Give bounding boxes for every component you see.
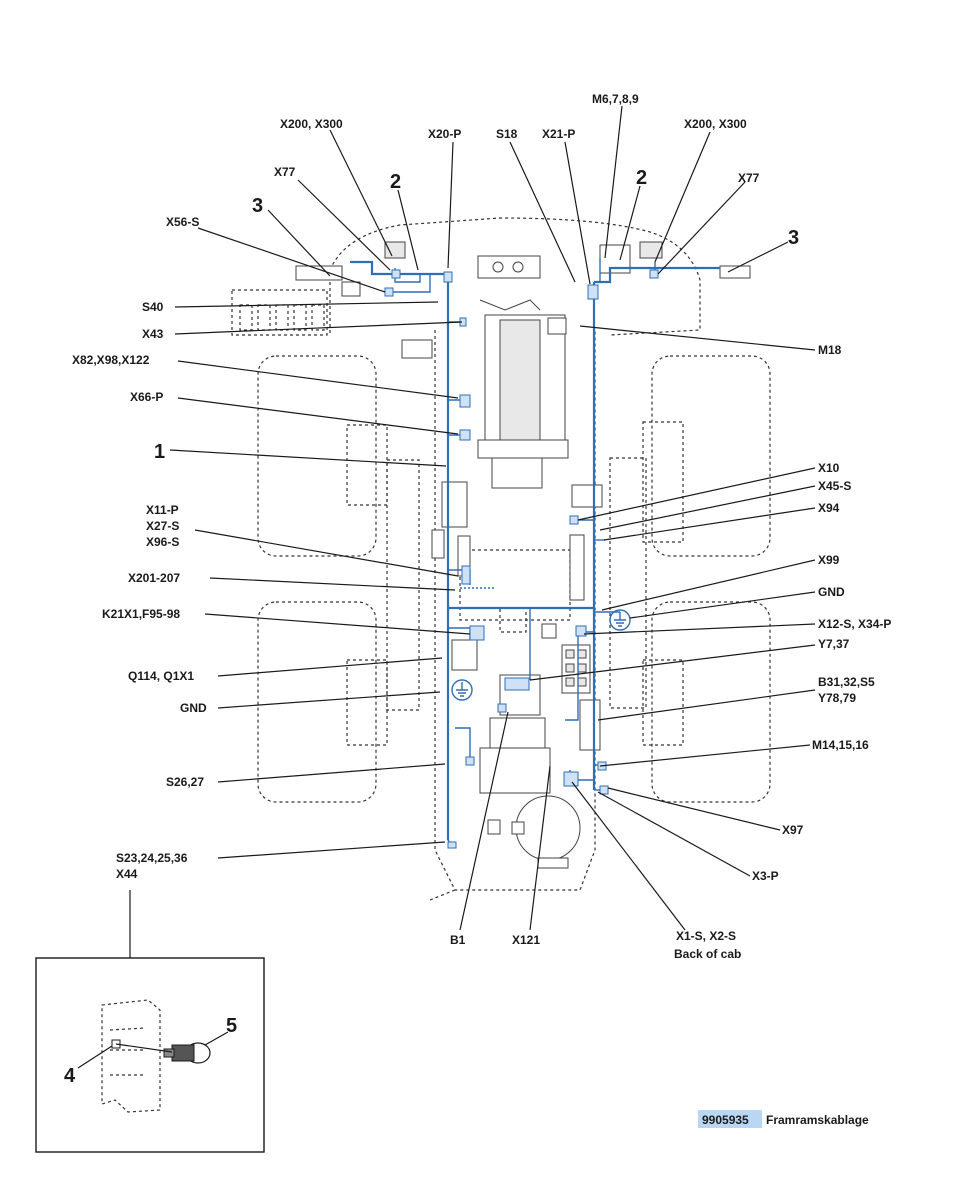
label-x12s: X12-S, X34-P <box>818 617 891 631</box>
label-x44: X44 <box>116 867 138 881</box>
label-q114: Q114, Q1X1 <box>128 669 194 683</box>
detail-inset: 4 5 <box>35 957 265 1153</box>
label-x21p: X21-P <box>542 127 575 141</box>
label-m1416: M14,15,16 <box>812 738 869 752</box>
label-x200-x300-left: X200, X300 <box>280 117 343 131</box>
label-x56s: X56-S <box>166 215 199 229</box>
label-s2627: S26,27 <box>166 775 204 789</box>
label-k21: K21X1,F95-98 <box>102 607 180 621</box>
callout-2-left: 2 <box>390 171 401 193</box>
figure-footer: 9905935 Framramskablage <box>698 1110 869 1128</box>
label-x200-x300-right: X200, X300 <box>684 117 747 131</box>
machine-components <box>295 241 751 869</box>
label-x43: X43 <box>142 327 164 341</box>
label-x3p: X3-P <box>752 869 779 883</box>
label-b31: B31,32,S5 <box>818 675 875 689</box>
label-x201: X201-207 <box>128 571 180 585</box>
figure-title: Framramskablage <box>766 1113 869 1127</box>
label-x121: X121 <box>512 933 540 947</box>
ground-symbol-left <box>451 679 473 701</box>
label-y737: Y7,37 <box>818 637 850 651</box>
label-x94: X94 <box>818 501 840 515</box>
label-x66p: X66-P <box>130 390 163 404</box>
label-x97: X97 <box>782 823 804 837</box>
callout-3-right: 3 <box>788 227 799 249</box>
label-x1s: X1-S, X2-S <box>676 929 736 943</box>
ground-symbol-right <box>609 609 631 631</box>
label-x77-right: X77 <box>738 171 760 185</box>
label-x99: X99 <box>818 553 840 567</box>
label-x27s: X27-S <box>146 519 179 533</box>
figure-code: 9905935 <box>702 1113 749 1127</box>
label-b1: B1 <box>450 933 466 947</box>
label-x77-left: X77 <box>274 165 296 179</box>
label-s40: S40 <box>142 300 164 314</box>
callout-3-left: 3 <box>252 195 263 217</box>
label-x11p: X11-P <box>146 503 179 517</box>
callout-5: 5 <box>226 1015 237 1037</box>
label-gnd-left: GND <box>180 701 207 715</box>
leader-lines <box>129 105 816 958</box>
label-x96s: X96-S <box>146 535 179 549</box>
callout-2-right: 2 <box>636 167 647 189</box>
label-x82: X82,X98,X122 <box>72 353 150 367</box>
callout-4: 4 <box>64 1065 76 1087</box>
label-s18: S18 <box>496 127 518 141</box>
label-back-of-cab: Back of cab <box>674 947 741 961</box>
label-m6789: M6,7,8,9 <box>592 92 639 106</box>
label-x20p: X20-P <box>428 127 461 141</box>
label-x10: X10 <box>818 461 840 475</box>
label-x45s: X45-S <box>818 479 851 493</box>
label-y7879: Y78,79 <box>818 691 856 705</box>
callout-numbers: 1 2 2 3 3 <box>154 167 799 463</box>
callout-1: 1 <box>154 441 165 463</box>
label-gnd-right: GND <box>818 585 845 599</box>
label-m18: M18 <box>818 343 842 357</box>
label-s23: S23,24,25,36 <box>116 851 188 865</box>
component-labels: X200, X300 X20-P S18 X21-P M6,7,8,9 X200… <box>72 92 891 961</box>
